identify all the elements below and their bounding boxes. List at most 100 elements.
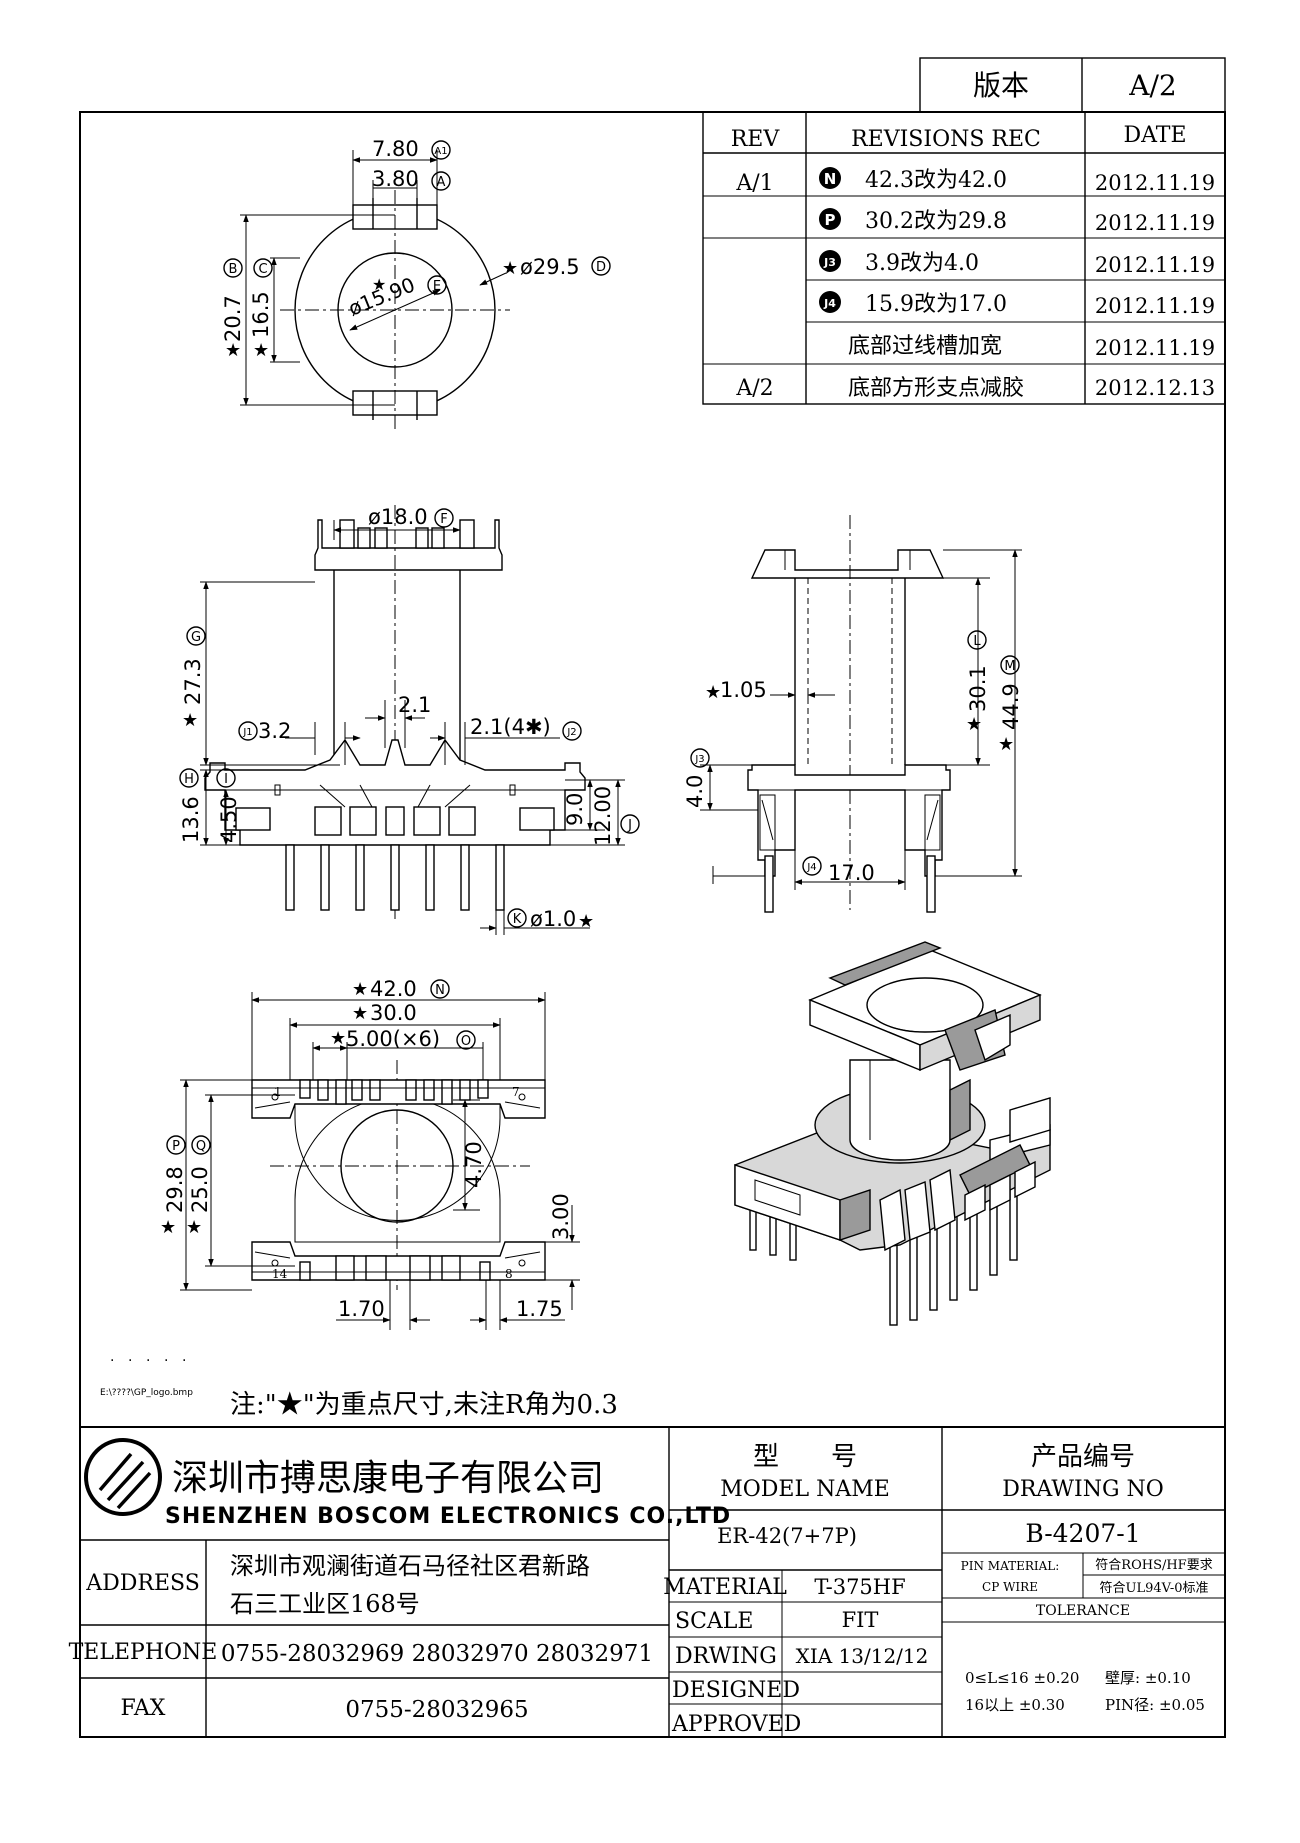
- tolerance-row2-a: 16以上 ±0.30: [965, 1696, 1065, 1714]
- rev-text: 15.9改为17.0: [865, 292, 1007, 317]
- star-icon: ★: [502, 258, 518, 279]
- dim-l-value: 30.1: [966, 665, 990, 712]
- dim-side-t-value: 1.05: [720, 678, 767, 702]
- star-icon: ★: [182, 710, 198, 731]
- designed-label: DESIGNED: [672, 1678, 800, 1703]
- tolerance-label: TOLERANCE: [1036, 1603, 1130, 1619]
- dim-170-value: 1.70: [338, 1297, 385, 1321]
- tolerance-row2-b: PIN径: ±0.05: [1105, 1696, 1205, 1714]
- pin-label-14: 14: [272, 1267, 288, 1281]
- svg-text:J1: J1: [242, 727, 252, 738]
- material-label: MATERIAL: [663, 1575, 787, 1600]
- rev-text: 底部过线槽加宽: [848, 334, 1002, 359]
- rec-header: REVISIONS REC: [851, 127, 1041, 152]
- drawing-border: [79, 111, 1226, 1738]
- dim-j2-value: 2.1(4✱): [470, 715, 551, 739]
- svg-text:F: F: [440, 512, 447, 527]
- model-label-cn: 型 号: [753, 1442, 857, 1472]
- dim-h-value: 13.6: [179, 796, 203, 843]
- svg-text:J3: J3: [823, 256, 836, 269]
- dim-f-label: F: [434, 508, 454, 528]
- telephone-label: TELEPHONE: [69, 1640, 218, 1665]
- rev-text: 3.9改为4.0: [865, 251, 979, 276]
- fax-value: 0755-28032965: [345, 1697, 528, 1723]
- dim-q-value: 25.0: [188, 1166, 212, 1213]
- drwing-value: XIA 13/12/12: [796, 1644, 929, 1668]
- rev-cell: A/2: [735, 376, 773, 401]
- isometric-view: [734, 941, 1051, 1326]
- svg-text:C: C: [258, 262, 267, 277]
- dim-a1-value: 7.80: [372, 137, 419, 161]
- drawing-number: B-4207-1: [1025, 1519, 1140, 1548]
- telephone-value: 0755-28032969 28032970 28032971: [221, 1641, 653, 1667]
- svg-text:D: D: [596, 260, 606, 275]
- dim-j-value: 12.00: [591, 786, 615, 846]
- dim-b: B 20.7 ★: [221, 258, 245, 361]
- rev-date: 2012.11.19: [1095, 211, 1215, 235]
- rev-text: 42.3改为42.0: [865, 168, 1007, 193]
- front-view: ø18.0 F G 27.3 ★ 2.1 J1 3.2 2.1(4✱) J2 H…: [179, 505, 640, 935]
- drawing-label-en: DRAWING NO: [1002, 1477, 1164, 1502]
- version-label: 版本: [973, 69, 1029, 102]
- dim-300-value: 3.00: [549, 1193, 573, 1240]
- svg-text:J4: J4: [806, 862, 816, 873]
- rev-mark-j3: J3: [819, 250, 841, 272]
- dim-k-value: ø1.0: [530, 907, 576, 931]
- svg-text:K: K: [513, 912, 522, 927]
- svg-text:J2: J2: [566, 727, 576, 738]
- dim-center-value: 2.1: [398, 693, 431, 717]
- dim-f-value: ø18.0: [368, 505, 428, 529]
- svg-text:A1: A1: [434, 146, 447, 157]
- rev-cell: A/1: [735, 171, 773, 196]
- pin-material-label: PIN MATERIAL:: [961, 1559, 1060, 1573]
- svg-text:P: P: [172, 1139, 180, 1154]
- dim-p-value: 29.8: [163, 1166, 187, 1213]
- pin-material-value: CP WIRE: [982, 1580, 1038, 1594]
- svg-text:G: G: [191, 630, 201, 645]
- logo-path: E:\????\GP_logo.bmp: [100, 1388, 193, 1398]
- dim-d-value: ø29.5: [520, 255, 580, 279]
- approved-label: APPROVED: [671, 1712, 801, 1737]
- dim-o-label: O: [456, 1030, 476, 1050]
- dim-a-label: A: [431, 171, 451, 191]
- svg-text:N: N: [435, 983, 445, 998]
- dim-30-value: 30.0: [370, 1001, 417, 1025]
- dim-j2-label: J2: [562, 721, 582, 741]
- rev-header: REV: [731, 127, 781, 152]
- svg-text:B: B: [229, 262, 238, 277]
- address-line-2: 石三工业区168号: [230, 1590, 420, 1618]
- svg-text:Q: Q: [196, 1139, 206, 1154]
- scale-value: FIT: [842, 1608, 879, 1632]
- svg-text:M: M: [1004, 659, 1015, 674]
- star-icon: ★: [186, 1217, 202, 1238]
- star-icon: ★: [705, 682, 721, 703]
- dim-j3-label: J3: [690, 748, 710, 768]
- dim-k-label: K: [507, 908, 527, 928]
- drawing-label-cn: 产品编号: [1031, 1442, 1135, 1472]
- dim-n-label: N: [430, 979, 450, 999]
- rev-date: 2012.11.19: [1095, 294, 1215, 318]
- dim-p-label: P: [166, 1135, 186, 1155]
- star-icon: ★: [966, 714, 982, 735]
- version-value: A/2: [1128, 69, 1176, 102]
- company-name-cn: 深圳市搏思康电子有限公司: [172, 1458, 604, 1499]
- dim-470-value: 4.70: [462, 1141, 486, 1188]
- rev-text: 30.2改为29.8: [865, 209, 1007, 234]
- dim-b-label: B: [223, 258, 243, 278]
- star-icon: ★: [578, 911, 594, 932]
- dim-n-value: 42.0: [370, 977, 417, 1001]
- company-name-en: SHENZHEN BOSCOM ELECTRONICS CO.,LTD: [165, 1504, 731, 1529]
- star-icon: ★: [225, 340, 241, 361]
- svg-text:P: P: [825, 211, 836, 229]
- dim-q-label: Q: [191, 1135, 211, 1155]
- logo-dot: ·: [182, 1353, 186, 1369]
- dim-c: C 16.5 ★: [249, 258, 273, 361]
- model-value: ER-42(7+7P): [717, 1524, 857, 1548]
- rev-date: 2012.11.19: [1095, 336, 1215, 360]
- rev-text: 底部方形支点减胶: [848, 376, 1024, 401]
- bottom-view: 1 7 14 8 ★ 42.0 N ★ 30.0 ★ 5.00(×6) O P …: [160, 977, 580, 1330]
- svg-text:J: J: [627, 818, 632, 833]
- dim-j-label: J: [620, 814, 640, 834]
- dim-h-label: H: [179, 768, 199, 788]
